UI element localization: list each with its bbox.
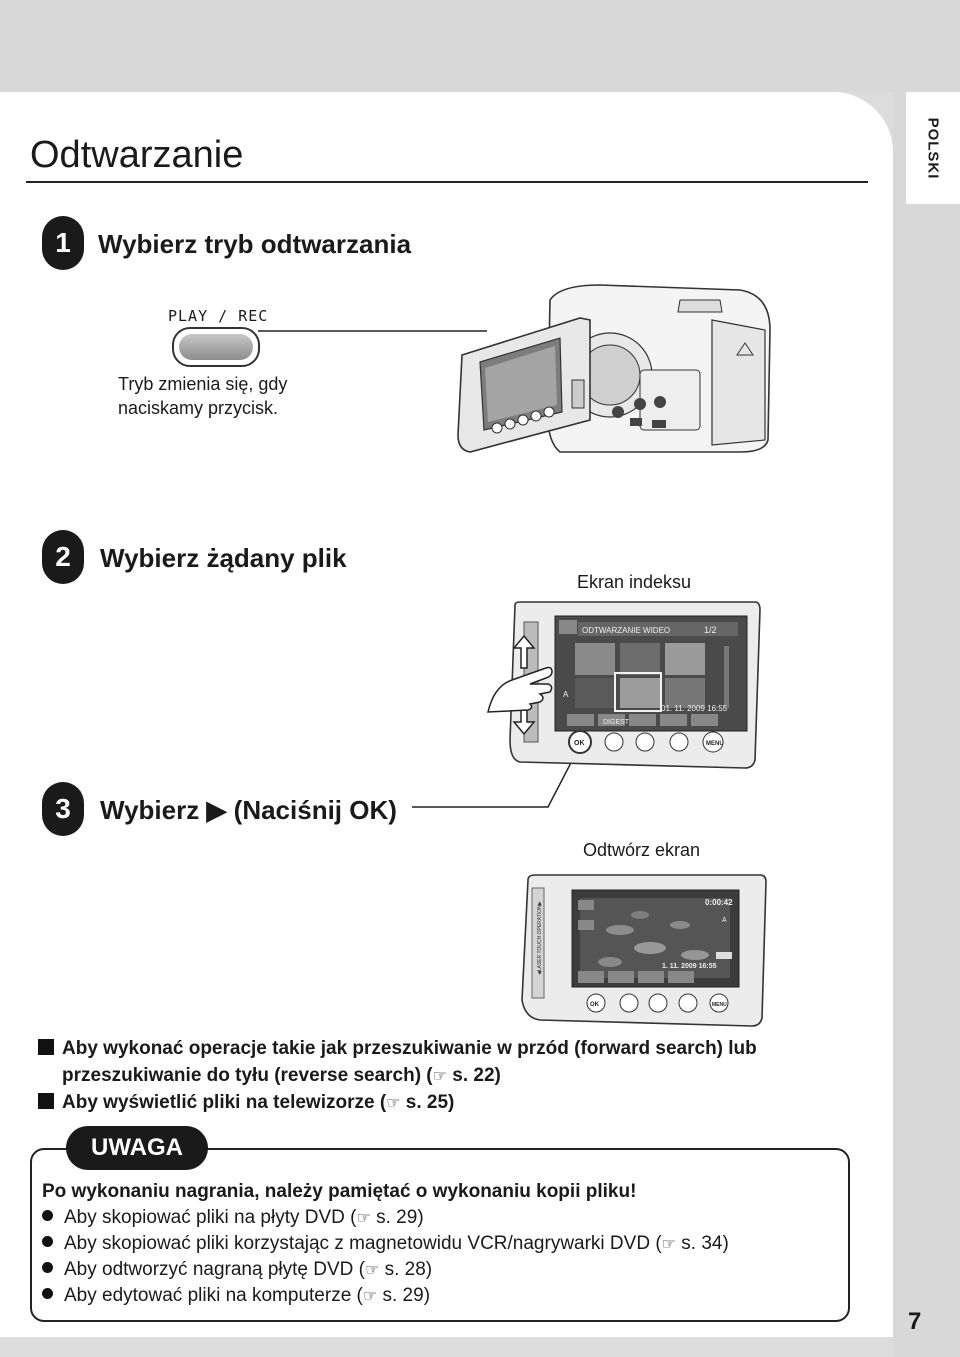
section-search-line2-pre: przeszukiwanie do tyłu (reverse search) … xyxy=(62,1065,433,1086)
note-bullet-2-post: s. 34) xyxy=(676,1233,729,1254)
language-tab xyxy=(906,92,960,204)
index-mode-label: ODTWARZANIE WIDEO xyxy=(582,626,670,635)
playback-ok-label: OK xyxy=(590,1002,600,1008)
playback-screen-device xyxy=(521,874,767,1027)
step-2-heading: Wybierz żądany plik xyxy=(100,543,347,573)
note-bullet-2-pre: Aby skopiować pliki korzystając z magnet… xyxy=(64,1233,662,1254)
note-bullet-4-pre: Aby edytować pliki na komputerze ( xyxy=(64,1285,363,1306)
step-2-badge: 2 xyxy=(42,530,84,584)
bullet-dot-icon xyxy=(42,1262,53,1273)
index-screen-caption: Ekran indeksu xyxy=(577,572,692,592)
connector-line-2 xyxy=(412,754,576,808)
top-band xyxy=(0,0,960,92)
index-menu-label: MENU xyxy=(706,741,724,747)
note-bullet-1-pre: Aby skopiować pliki na płyty DVD ( xyxy=(64,1207,357,1228)
section-tv-pre: Aby wyświetlić pliki na telewizorze ( xyxy=(62,1092,387,1113)
section-search-line2-post: s. 22) xyxy=(446,1065,501,1086)
note-bullet-3-pre: Aby odtworzyć nagraną płytę DVD ( xyxy=(64,1259,365,1280)
square-bullet-icon xyxy=(38,1039,54,1055)
index-page-indicator: 1/2 xyxy=(704,625,717,635)
playback-datetime: 1. 11. 2009 16:55 xyxy=(662,963,717,970)
section-tv: Aby wyświetlić pliki na telewizorze (☞ s… xyxy=(38,1092,454,1114)
right-margin xyxy=(893,92,960,1357)
step-1-desc-line1: Tryb zmienia się, gdy xyxy=(118,374,288,394)
camcorder-illustration xyxy=(457,284,771,453)
index-datetime: 01. 11. 2009 16:55 xyxy=(661,704,728,713)
play-rec-button-face xyxy=(179,334,253,360)
playback-time: 0:00:42 xyxy=(705,898,733,907)
bullet-dot-icon xyxy=(42,1236,53,1247)
step-3-heading: Wybierz ▶ (Naciśnij OK) xyxy=(100,795,397,825)
title-rule xyxy=(26,181,868,183)
note-badge: UWAGA xyxy=(66,1126,208,1170)
note-bullet-4-post: s. 29) xyxy=(377,1285,431,1306)
note-bullet-2: Aby skopiować pliki korzystając z magnet… xyxy=(42,1233,729,1255)
section-search-cont: przeszukiwanie do tyłu (reverse search) … xyxy=(62,1065,501,1087)
play-rec-button[interactable] xyxy=(172,327,260,367)
playback-a-label: A xyxy=(722,917,727,924)
note-bullet-1: Aby skopiować pliki na płyty DVD (☞ s. 2… xyxy=(42,1207,424,1229)
note-bullet-4: Aby edytować pliki na komputerze (☞ s. 2… xyxy=(42,1285,430,1307)
play-rec-label: PLAY / REC xyxy=(168,307,269,325)
section-search: Aby wykonać operacje takie jak przeszuki… xyxy=(38,1038,757,1060)
index-screen-device xyxy=(487,601,761,769)
pointing-hand-icon: ☞ xyxy=(386,1093,401,1112)
page-number: 7 xyxy=(908,1308,922,1335)
page-title: Odtwarzanie xyxy=(30,134,244,176)
section-tv-post: s. 25) xyxy=(400,1092,455,1113)
section-search-line1: Aby wykonać operacje takie jak przeszuki… xyxy=(62,1038,757,1059)
pointing-hand-icon: ☞ xyxy=(432,1066,447,1085)
laser-touch-label: ◀LASER TOUCH OPERATION▶ xyxy=(537,901,543,975)
step-3-badge: 3 xyxy=(42,782,84,836)
pointing-hand-icon: ☞ xyxy=(661,1234,676,1253)
step-1-desc-line2: naciskamy przycisk. xyxy=(118,398,279,418)
note-heading: Po wykonaniu nagrania, należy pamiętać o… xyxy=(42,1181,637,1202)
playback-screen-caption: Odtwórz ekran xyxy=(583,840,701,860)
playback-menu-label: MENU xyxy=(712,1002,727,1008)
note-box xyxy=(30,1148,850,1322)
step-1-badge: 1 xyxy=(42,216,84,270)
pointing-hand-icon: ☞ xyxy=(356,1208,371,1227)
bullet-dot-icon xyxy=(42,1288,53,1299)
step-1-heading: Wybierz tryb odtwarzania xyxy=(98,229,412,259)
pointing-hand-icon: ☞ xyxy=(364,1260,380,1279)
index-ok-label: OK xyxy=(574,740,585,747)
index-a-label: A xyxy=(563,690,569,699)
note-bullet-1-post: s. 29) xyxy=(370,1207,424,1228)
note-bullet-3-post: s. 28) xyxy=(379,1259,433,1280)
note-bullet-3: Aby odtworzyć nagraną płytę DVD (☞ s. 28… xyxy=(42,1259,432,1281)
square-bullet-icon xyxy=(38,1093,54,1109)
pointing-hand-icon: ☞ xyxy=(362,1286,378,1305)
digest-label: DIGEST xyxy=(603,719,630,726)
bullet-dot-icon xyxy=(42,1210,53,1221)
